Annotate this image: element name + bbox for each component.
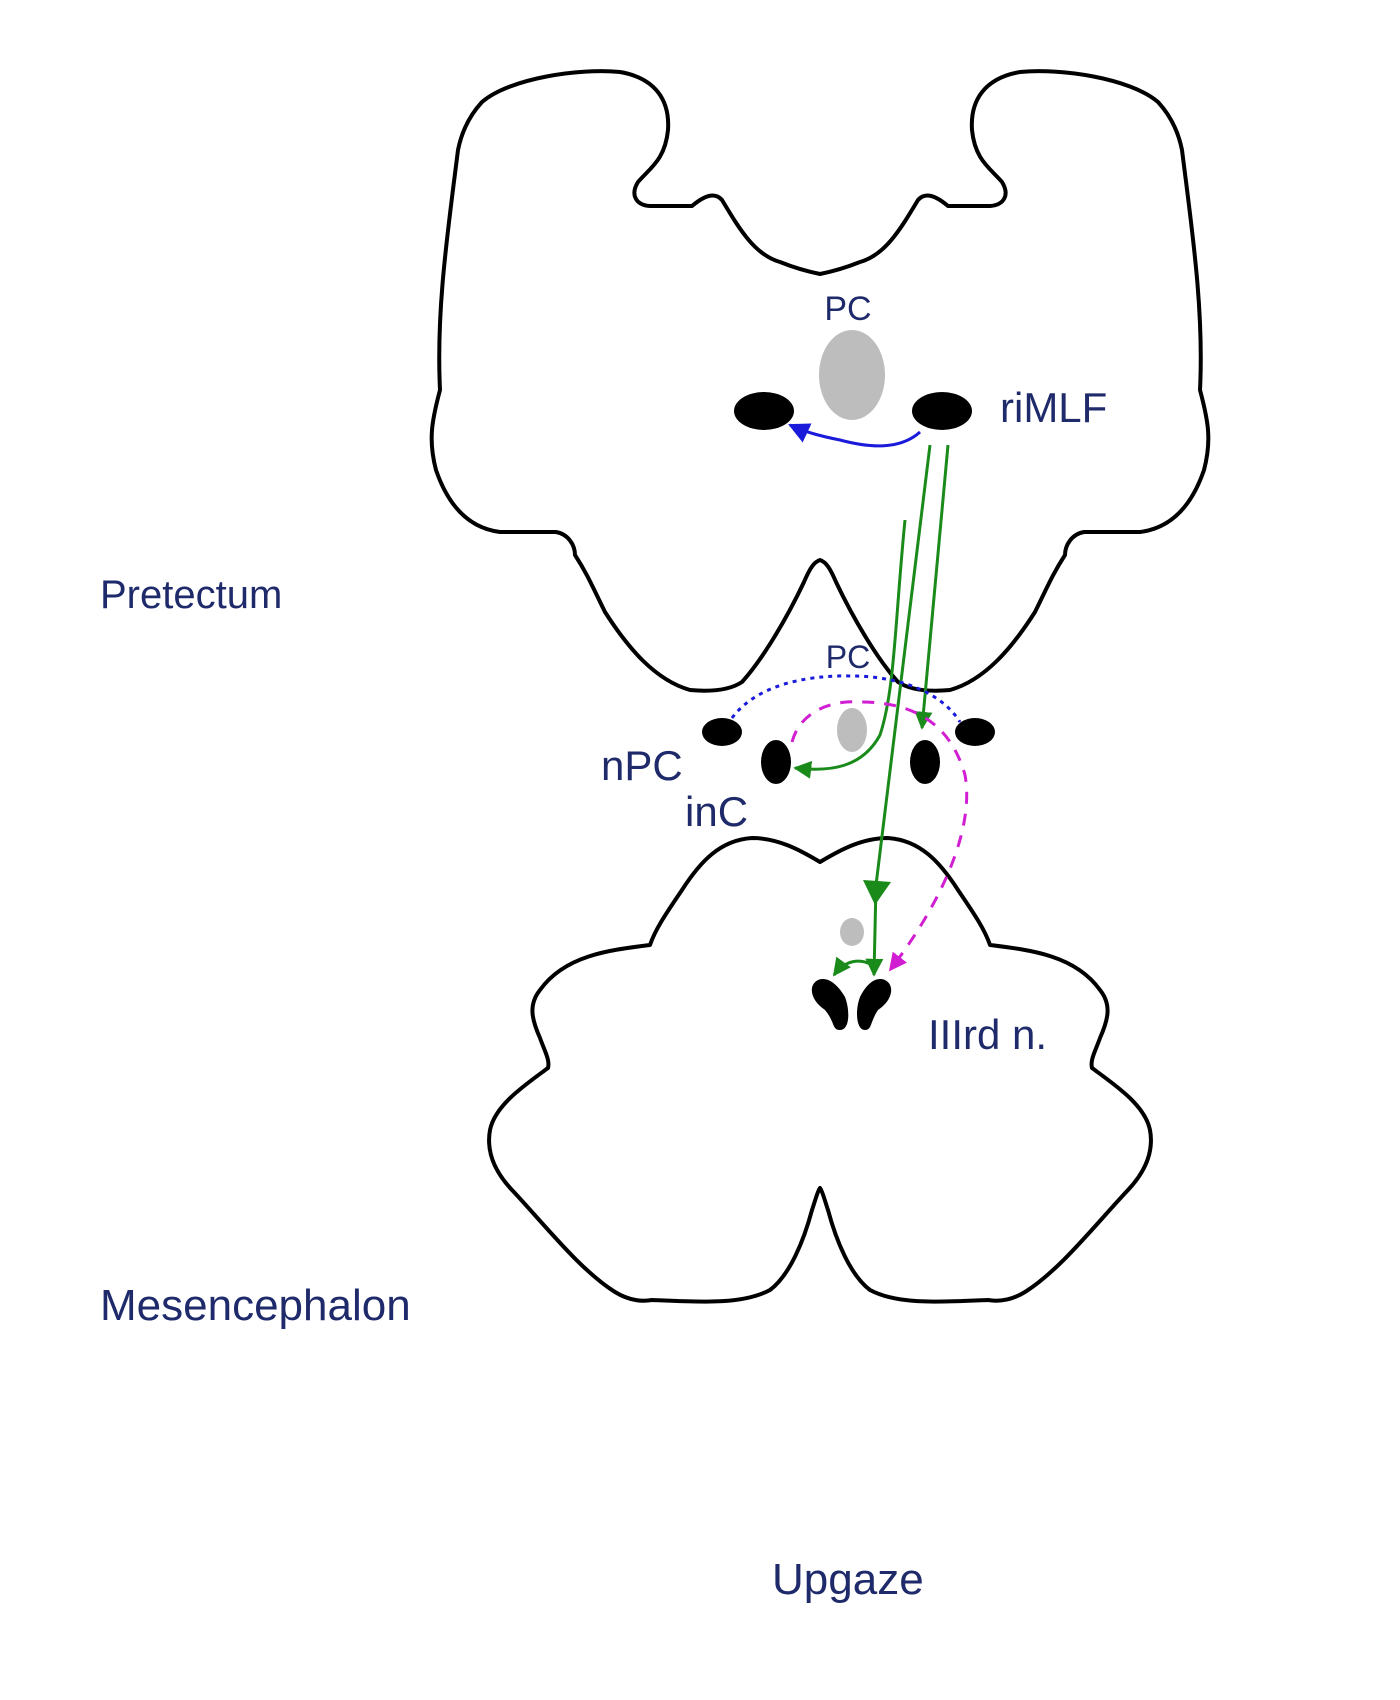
upgaze-label: Upgaze — [772, 1555, 924, 1604]
pretectum-label: Pretectum — [100, 573, 282, 617]
mesencephalon-section-outline — [487, 836, 1153, 1304]
pretectum-section-outline — [429, 69, 1211, 693]
npc-right-nucleus — [955, 718, 995, 746]
inc-label: inC — [685, 788, 748, 835]
pc-upper-label: PC — [824, 290, 871, 328]
green-pathway-to-inc-right — [914, 444, 950, 730]
rimlf-label: riMLF — [1000, 384, 1107, 431]
third-nerve-right-nucleus — [857, 979, 892, 1030]
third-nerve-left-nucleus — [811, 979, 849, 1030]
green-pathway-to-third-nerve-nucleus — [865, 884, 884, 977]
green-pathway-to-left-third-nerve — [832, 956, 873, 977]
inc-left-nucleus — [761, 740, 791, 784]
inc-right-nucleus — [910, 740, 940, 784]
posterior-commissure-middle — [837, 708, 867, 752]
blue-dotted-commissural-pathway — [730, 674, 962, 723]
posterior-commissure-upper — [819, 330, 885, 420]
pc-middle-label: PC — [826, 639, 870, 675]
blue-crossing-pathway — [788, 423, 922, 448]
rimlf-right-nucleus — [912, 392, 972, 430]
rimlf-left-nucleus — [734, 392, 794, 430]
third-nerve-label: IIIrd n. — [928, 1011, 1047, 1058]
npc-left-nucleus — [702, 718, 742, 746]
green-pathway-to-inc-left — [793, 519, 907, 779]
green-descending-pathway-to-third-nerve — [874, 444, 932, 886]
posterior-commissure-lower — [840, 918, 864, 946]
mesencephalon-label: Mesencephalon — [100, 1281, 411, 1330]
npc-label: nPC — [601, 742, 683, 789]
magenta-dashed-pathway — [790, 700, 969, 972]
